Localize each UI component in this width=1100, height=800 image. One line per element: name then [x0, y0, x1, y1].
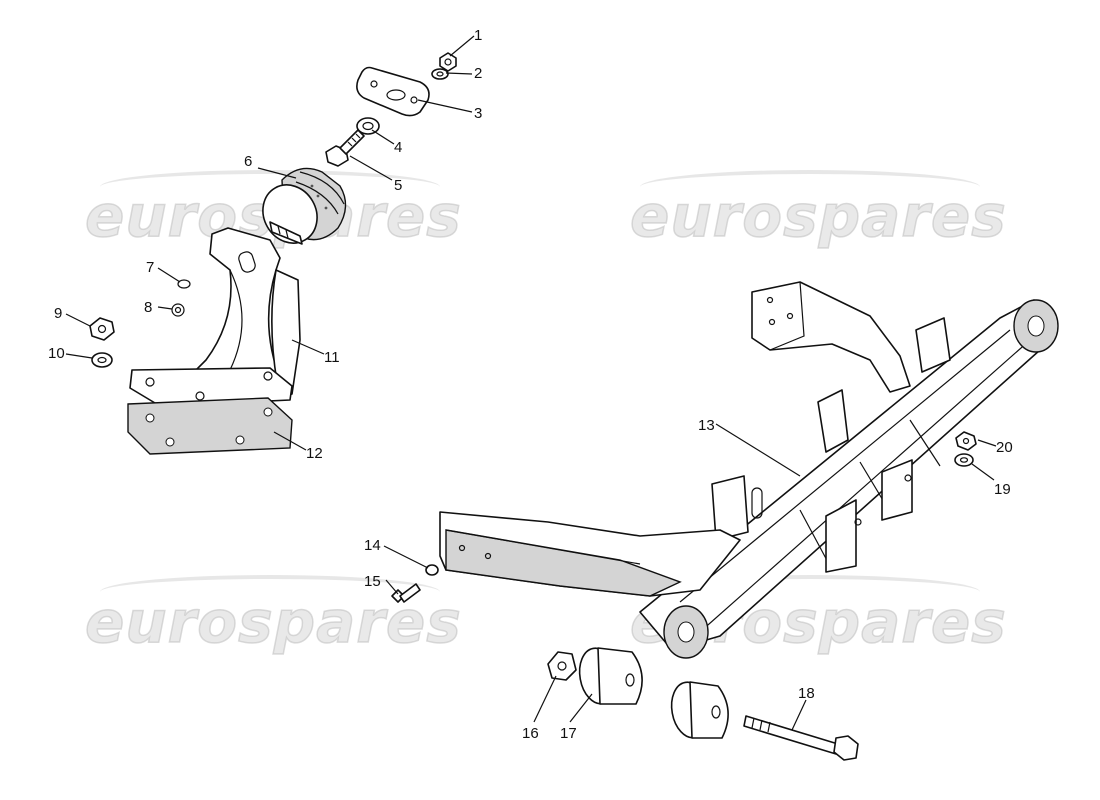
callout-2: 2: [474, 65, 482, 82]
callout-10: 10: [48, 345, 65, 362]
callout-6: 6: [244, 153, 252, 170]
watermark-swoosh: [100, 170, 440, 204]
part-washer-10: [91, 352, 113, 368]
part-nut-8: [171, 303, 185, 317]
callout-19: 19: [994, 481, 1011, 498]
callout-3: 3: [474, 105, 482, 122]
part-bush-17b: [670, 681, 729, 739]
watermark-top-right: eurospares: [629, 181, 1007, 251]
callout-11: 11: [324, 349, 340, 366]
part-nut-20: [955, 431, 977, 451]
callout-13: 13: [698, 417, 715, 434]
callout-4: 4: [394, 139, 402, 156]
part-washer-2: [431, 68, 449, 80]
callout-7: 7: [146, 259, 154, 276]
watermark-swoosh: [640, 170, 980, 204]
part-nut-16: [547, 651, 577, 681]
part-washer-4: [356, 117, 380, 135]
callout-14: 14: [364, 537, 381, 554]
part-bolt-18: [743, 715, 859, 761]
leader-lines: [65, 35, 997, 731]
part-bracket-11: [129, 227, 301, 407]
part-subframe-13: [439, 281, 1059, 659]
part-plate-3: [356, 66, 430, 117]
part-rubber-mount-6: [262, 167, 347, 245]
callout-1: 1: [474, 27, 482, 44]
part-bolt-15: [391, 583, 421, 603]
part-nut-1: [439, 52, 457, 72]
callout-20: 20: [996, 439, 1013, 456]
watermark-swoosh: [100, 575, 440, 609]
callout-5: 5: [394, 177, 402, 194]
callout-12: 12: [306, 445, 323, 462]
part-bolt-5: [325, 129, 365, 167]
callout-9: 9: [54, 305, 62, 322]
callout-18: 18: [798, 685, 815, 702]
watermark-swoosh: [640, 575, 980, 609]
part-washer-19: [954, 453, 974, 467]
callout-17: 17: [560, 725, 577, 742]
callout-8: 8: [144, 299, 152, 316]
part-nut-9: [89, 317, 115, 341]
part-bush-17: [578, 647, 643, 705]
part-gasket-12: [127, 397, 293, 455]
part-washer-7: [177, 279, 191, 289]
part-washer-14: [425, 564, 439, 576]
callout-15: 15: [364, 573, 381, 590]
callout-16: 16: [522, 725, 539, 742]
